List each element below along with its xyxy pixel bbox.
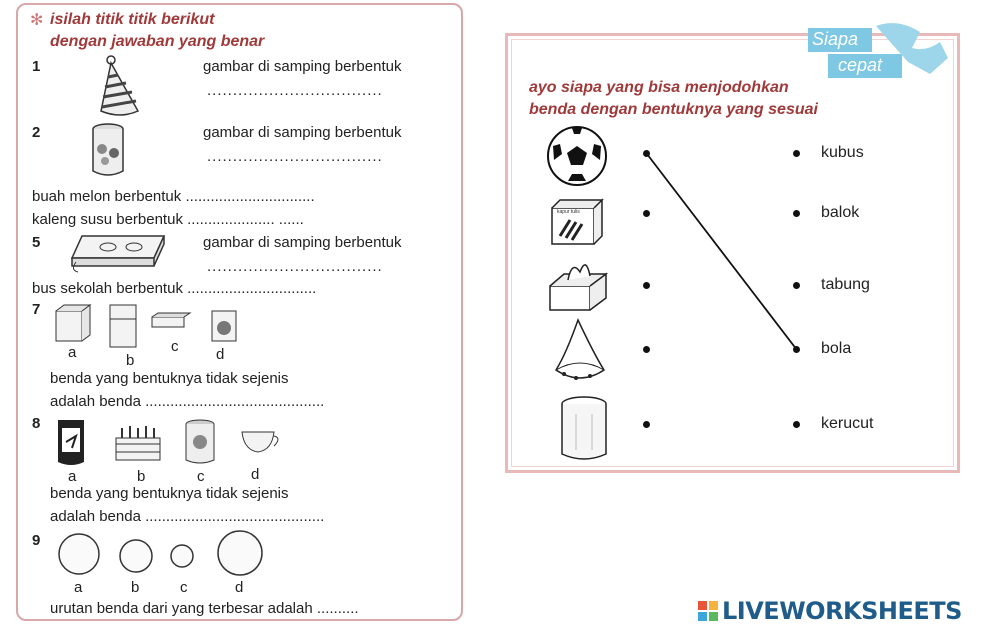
fridge-icon <box>109 304 137 348</box>
matching-title-line-2: benda dengan bentuknya yang sesuai <box>529 101 818 118</box>
question-2-answer-blank[interactable]: .................................. <box>207 148 383 165</box>
question-1-answer-blank[interactable]: .................................. <box>207 82 383 99</box>
flat-box-icon <box>151 312 192 328</box>
instruction-line-1: isilah titik titik berikut <box>50 11 215 28</box>
match-dot-object-4[interactable] <box>643 346 650 353</box>
match-dot-shape-bola[interactable] <box>793 346 800 353</box>
tin-can-icon <box>185 419 215 464</box>
siapa-cepat-badge: Siapa cepat <box>808 18 958 80</box>
question-9-balls <box>58 530 263 576</box>
cup-icon <box>241 431 279 453</box>
question-8-line-1: benda yang bentuknya tidak sejenis <box>50 485 289 502</box>
ball-b-icon <box>119 539 153 573</box>
q8-option-b: b <box>137 468 146 485</box>
question-8-number: 8 <box>32 415 41 432</box>
left-worksheet-panel <box>16 3 463 621</box>
question-4-text[interactable]: kaleng susu berbentuk ..................… <box>32 211 304 228</box>
liveworksheets-logo-icon <box>698 601 718 621</box>
paint-can-icon <box>58 420 84 465</box>
tissue-box-icon <box>549 264 609 311</box>
liveworksheets-brand[interactable]: LIVEWORKSHEETS <box>722 597 962 625</box>
question-7-line-1: benda yang bentuknya tidak sejenis <box>50 370 289 387</box>
match-dot-shape-kerucut[interactable] <box>793 421 800 428</box>
q7-option-b: b <box>126 352 135 369</box>
matching-title-line-1: ayo siapa yang bisa menjodohkan <box>529 79 789 96</box>
ball-d-icon <box>217 530 263 576</box>
match-dot-object-1[interactable] <box>643 150 650 157</box>
shape-label-kerucut: kerucut <box>821 415 874 432</box>
question-1-number: 1 <box>32 58 41 75</box>
birthday-cake-icon <box>115 426 161 461</box>
badge-text-cepat: cepat <box>838 55 883 75</box>
q9-option-b: b <box>131 579 140 596</box>
instruction-line-2: dengan jawaban yang benar <box>50 33 265 50</box>
shape-label-balok: balok <box>821 204 860 221</box>
match-dot-object-5[interactable] <box>643 421 650 428</box>
match-dot-shape-tabung[interactable] <box>793 282 800 289</box>
shape-label-tabung: tabung <box>821 276 870 293</box>
q9-option-d: d <box>235 579 244 596</box>
question-5-number: 5 <box>32 234 41 251</box>
q9-option-c: c <box>180 579 188 596</box>
q8-option-a: a <box>68 468 77 485</box>
match-dot-object-2[interactable] <box>643 210 650 217</box>
question-9-line-1[interactable]: urutan benda dari yang terbesar adalah .… <box>50 600 359 617</box>
q7-option-c: c <box>171 338 179 355</box>
chalk-box-icon <box>551 198 604 245</box>
ball-c-icon <box>170 544 194 568</box>
washing-machine-icon <box>211 310 237 342</box>
matching-object-images <box>547 126 609 460</box>
question-1-text: gambar di samping berbentuk <box>203 58 402 75</box>
q8-option-d: d <box>251 466 260 483</box>
box-icon <box>55 304 92 342</box>
question-3-text[interactable]: buah melon berbentuk ...................… <box>32 188 315 205</box>
can-cylinder-icon <box>92 123 124 176</box>
q8-option-c: c <box>197 468 205 485</box>
ice-cream-cone-icon <box>554 318 606 380</box>
shape-label-bola: bola <box>821 340 852 357</box>
badge-text-siapa: Siapa <box>812 29 859 49</box>
match-dot-shape-balok[interactable] <box>793 210 800 217</box>
question-8-line-2[interactable]: adalah benda ...........................… <box>50 508 325 525</box>
asterisk-icon: ✻ <box>30 12 44 29</box>
question-8-objects <box>58 419 279 465</box>
q7-option-a: a <box>68 344 77 361</box>
shape-label-kubus: kubus <box>821 144 864 161</box>
question-7-number: 7 <box>32 301 41 318</box>
q9-option-a: a <box>74 579 83 596</box>
q7-option-d: d <box>216 346 225 363</box>
stove-cuboid-icon <box>70 235 166 273</box>
ball-a-icon <box>58 533 100 575</box>
match-dot-shape-kubus[interactable] <box>793 150 800 157</box>
question-2-number: 2 <box>32 124 41 141</box>
question-5-text: gambar di samping berbentuk <box>203 234 402 251</box>
question-7-line-2[interactable]: adalah benda ...........................… <box>50 393 325 410</box>
party-hat-cone-icon <box>100 55 140 116</box>
question-9-number: 9 <box>32 532 41 549</box>
question-2-text: gambar di samping berbentuk <box>203 124 402 141</box>
match-dot-object-3[interactable] <box>643 282 650 289</box>
kapur-tulis-label: kapur tulis <box>557 209 580 215</box>
soccer-ball-icon <box>547 126 607 186</box>
tissue-roll-icon <box>561 396 607 460</box>
question-6-text[interactable]: bus sekolah berbentuk ..................… <box>32 280 317 297</box>
question-5-answer-blank[interactable]: .................................. <box>207 258 383 275</box>
question-7-objects <box>55 304 237 348</box>
